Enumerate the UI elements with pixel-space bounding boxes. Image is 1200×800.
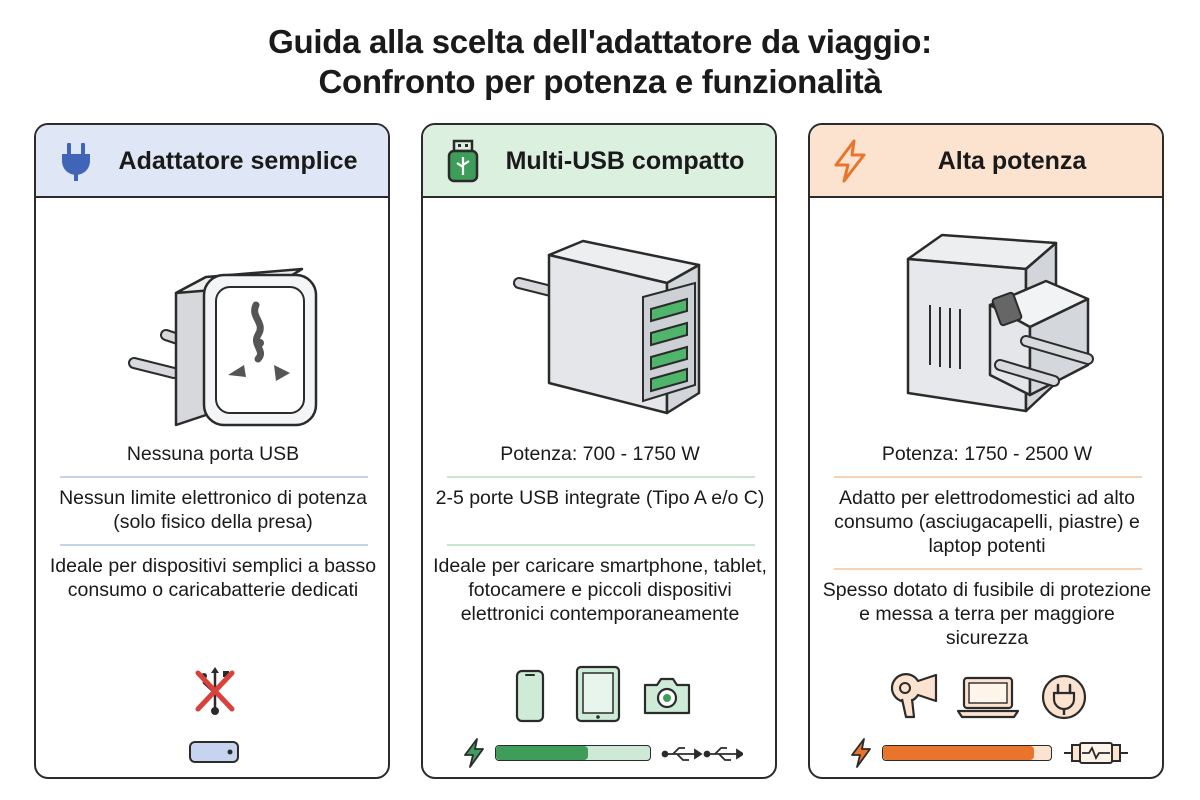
- divider: [60, 544, 368, 546]
- hair-dryer-icon: [890, 673, 938, 719]
- usb-stick-icon: [447, 139, 479, 183]
- feature-text: Ideale per caricare smartphone, tablet, …: [433, 555, 767, 625]
- feature-text: 2-5 porte USB integrate (Tipo A e/o C): [435, 487, 765, 509]
- divider: [834, 476, 1142, 478]
- card-multi-usb: Multi-USB compatto Potenza: 700 - 1750 W…: [421, 123, 777, 779]
- power-plug-icon: [1041, 674, 1087, 720]
- usb-icon: [661, 747, 743, 761]
- lightning-icon: [834, 139, 866, 183]
- title-line-2: Confronto per potenza e funzionalità: [318, 63, 882, 100]
- high-power-adapter-icon: [906, 233, 1094, 413]
- divider: [447, 544, 755, 546]
- usb-crossed-icon: [195, 667, 235, 715]
- fuse-icon: [1064, 742, 1128, 764]
- card-title: Adattatore semplice: [118, 147, 358, 175]
- feature-text: Nessuna porta USB: [126, 443, 300, 465]
- card-simple-adapter: Adattatore semplice Nessuna porta USB Ne…: [34, 123, 390, 779]
- feature-text: Potenza: 1750 - 2500 W: [881, 443, 1093, 465]
- laptop-icon: [956, 676, 1020, 719]
- power-bar: [882, 745, 1052, 761]
- title-line-1: Guida alla scelta dell'adattatore da via…: [268, 23, 932, 60]
- feature-text: Ideale per dispositivi semplici a basso …: [49, 555, 377, 601]
- feature-text: Spesso dotato di fusibile di protezione …: [822, 579, 1152, 649]
- lightning-icon: [851, 738, 871, 768]
- divider: [834, 568, 1142, 570]
- card-high-power: Alta potenza Potenza: 1750 - 2500 W Adat…: [808, 123, 1164, 779]
- plug-icon: [62, 143, 90, 181]
- card-header: Adattatore semplice: [36, 125, 388, 198]
- card-header: Multi-USB compatto: [423, 125, 775, 198]
- card-header: Alta potenza: [810, 125, 1162, 198]
- simple-adapter-icon: [128, 267, 318, 427]
- feature-text: Nessun limite elettronico di potenza (so…: [59, 487, 367, 533]
- divider: [447, 476, 755, 478]
- card-title: Alta potenza: [937, 147, 1087, 175]
- divider: [60, 476, 368, 478]
- power-bar-fill: [496, 746, 589, 760]
- page-title: Guida alla scelta dell'adattatore da via…: [0, 22, 1200, 102]
- smartphone-icon: [515, 669, 545, 723]
- camera-icon: [643, 677, 691, 715]
- power-bar: [495, 745, 651, 761]
- multi-usb-adapter-icon: [513, 239, 701, 415]
- tablet-icon: [575, 665, 621, 723]
- power-bar-fill: [883, 746, 1035, 760]
- lightning-icon: [464, 738, 484, 768]
- battery-level-icon: [189, 741, 239, 763]
- feature-text: Adatto per elettrodomestici ad alto cons…: [834, 487, 1140, 557]
- feature-text: Potenza: 700 - 1750 W: [500, 443, 700, 465]
- card-title: Multi-USB compatto: [505, 147, 745, 175]
